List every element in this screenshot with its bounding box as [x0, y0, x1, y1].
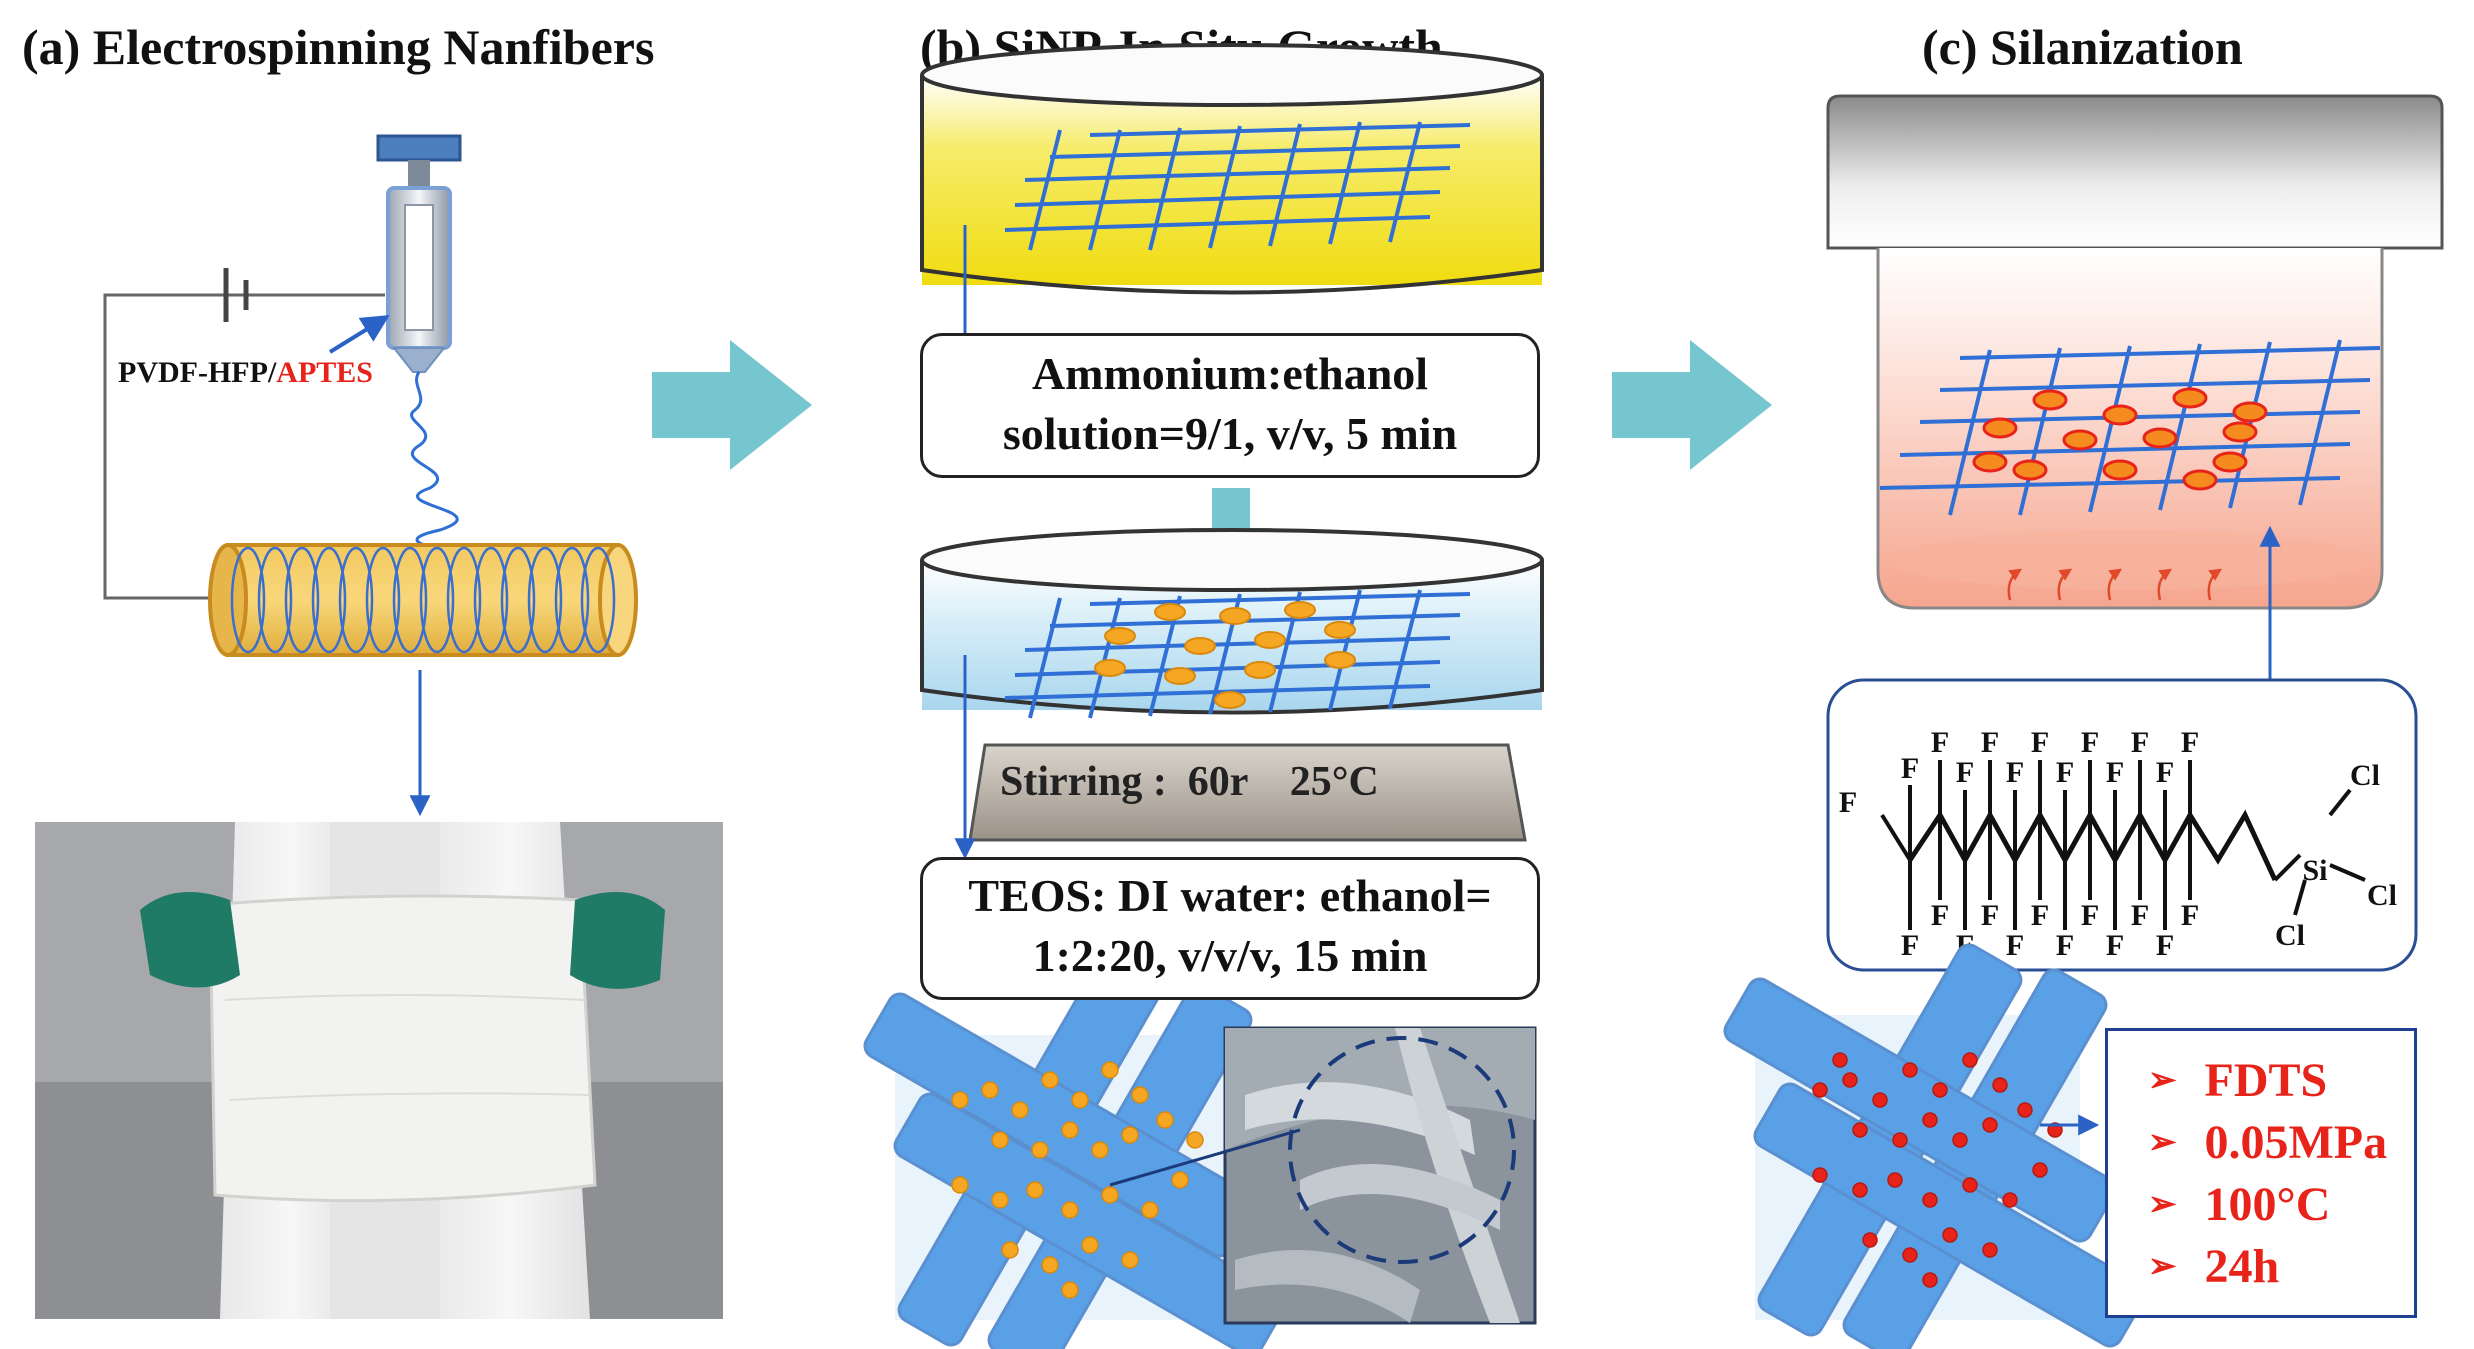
sem-image	[1109, 1026, 1537, 1325]
svg-text:F: F	[1931, 899, 1949, 932]
fiber-schematic-fdts	[1723, 943, 2147, 1349]
panel-c-title: (c) Silanization	[1922, 19, 2243, 75]
bullet-arrow-icon: ➢	[2148, 1062, 2177, 1099]
stirring-label: Stirring : 60r 25°C	[1000, 759, 1379, 805]
bullet-arrow-icon: ➢	[2148, 1124, 2177, 1161]
svg-text:F: F	[1981, 726, 1999, 759]
condition-item: ➢100°C	[2148, 1177, 2331, 1231]
process-arrow-b-to-c	[1612, 340, 1772, 470]
svg-text:Cl: Cl	[2367, 879, 2397, 912]
svg-text:F: F	[2181, 899, 2199, 932]
process-arrow-a-to-b	[652, 340, 812, 470]
panel-a-title: (a) Electrospinning Nanfibers	[22, 19, 655, 75]
svg-text:F: F	[2056, 929, 2074, 962]
svg-text:F: F	[2031, 726, 2049, 759]
svg-text:F: F	[1901, 929, 1919, 962]
membrane-photo	[35, 822, 723, 1319]
svg-text:F: F	[2106, 929, 2124, 962]
teos-step-box: TEOS: DI water: ethanol= 1:2:20, v/v/v, …	[920, 857, 1540, 1000]
fiber-schematic-sinp	[863, 953, 1287, 1349]
svg-text:F: F	[1839, 786, 1857, 819]
svg-text:F: F	[2031, 899, 2049, 932]
svg-text:F: F	[2181, 726, 2199, 759]
svg-text:F: F	[1981, 899, 1999, 932]
condition-item: ➢0.05MPa	[2148, 1115, 2388, 1169]
svg-text:F: F	[1931, 726, 1949, 759]
petri-dish-ammonium	[920, 43, 1544, 365]
svg-text:F: F	[2131, 726, 2149, 759]
silanization-conditions: ➢FDTS ➢0.05MPa ➢100°C ➢24h	[2105, 1028, 2417, 1318]
petri-dish-teos	[920, 528, 1544, 860]
svg-text:F: F	[2006, 929, 2024, 962]
svg-text:F: F	[2156, 929, 2174, 962]
condition-item: ➢24h	[2148, 1239, 2280, 1293]
ammonium-step-line-2: solution=9/1, v/v, 5 min	[1002, 408, 1458, 459]
reaction-vessel	[1826, 94, 2444, 735]
electrospinning-apparatus	[103, 134, 638, 817]
ammonium-step-line-1: Ammonium:ethanol	[1031, 348, 1429, 399]
ammonium-step-box: Ammonium:ethanol solution=9/1, v/v, 5 mi…	[920, 333, 1540, 478]
svg-text:F: F	[2131, 899, 2149, 932]
condition-item: ➢FDTS	[2148, 1053, 2328, 1107]
svg-text:F: F	[2106, 756, 2124, 789]
svg-text:F: F	[2081, 899, 2099, 932]
bullet-arrow-icon: ➢	[2148, 1186, 2177, 1223]
fdts-molecule: F FF FF FF FF FF FF FF FF FF FF FF FF Si…	[1826, 678, 2418, 972]
svg-text:F: F	[2156, 756, 2174, 789]
teos-step-line-2: 1:2:20, v/v/v, 15 min	[1032, 930, 1428, 981]
svg-text:F: F	[1956, 756, 1974, 789]
teos-step-line-1: TEOS: DI water: ethanol=	[968, 870, 1492, 921]
svg-text:F: F	[2056, 756, 2074, 789]
bullet-arrow-icon: ➢	[2148, 1248, 2177, 1285]
svg-text:F: F	[2006, 756, 2024, 789]
svg-text:Si: Si	[2302, 854, 2327, 887]
solution-label: PVDF-HFP/APTES	[118, 356, 373, 389]
svg-text:F: F	[1901, 752, 1919, 785]
svg-text:Cl: Cl	[2350, 759, 2380, 792]
svg-text:F: F	[2081, 726, 2099, 759]
svg-text:Cl: Cl	[2275, 919, 2305, 952]
